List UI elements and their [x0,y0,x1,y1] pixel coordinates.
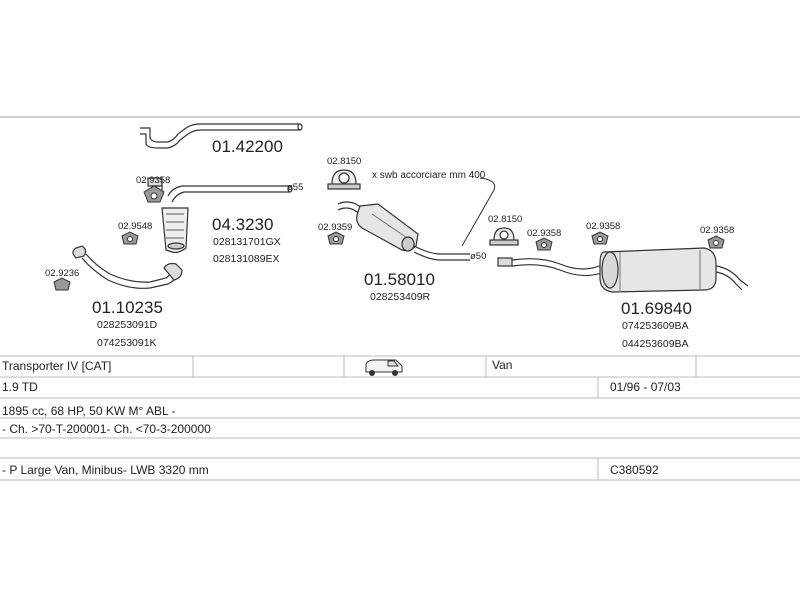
swb-leader-line [461,177,496,247]
table-chassis: - Ch. >70-T-200001- Ch. <70-3-200000 [2,422,211,436]
diameter-label-55: ø55 [287,182,303,193]
ref-02-9236: 02.9236 [45,268,79,279]
table-engine: 1.9 TD [2,380,38,394]
hardware-02-9358-a [535,237,553,251]
table-model: Transporter IV [CAT] [2,359,112,373]
pipe-top-part-number: 01.42200 [212,137,283,156]
clamp-02-8150-middle [327,169,361,190]
ref-02-8150-right: 02.8150 [488,214,522,225]
catalyst-oem-2: 028131089EX [213,253,280,265]
pipe-top [140,123,303,149]
ref-02-9358-a: 02.9358 [527,228,561,239]
table-body-type: Van [492,358,513,372]
middle-silencer-part-number: 01.58010 [364,270,435,289]
hardware-02-9548 [121,231,139,245]
ref-02-8150-middle: 02.8150 [327,156,361,167]
rear-silencer-oem-2: 044253609BA [622,338,689,350]
hardware-02-9358-c [707,235,725,249]
van-icon [365,359,403,376]
table-code: C380592 [610,463,659,477]
ref-02-9358-left: 02.9358 [136,175,170,186]
diameter-label-50: ø50 [470,251,486,262]
table-variant: - P Large Van, Minibus- LWB 3320 mm [2,463,209,477]
ref-02-9359: 02.9359 [318,222,352,233]
pipe-front-oem-1: 028253091D [97,319,158,331]
hardware-02-9359 [327,231,345,245]
spec-table-grid [0,355,800,481]
pipe-front-oem-2: 074253091K [97,337,157,349]
middle-silencer-oem-1: 028253409R [370,291,431,303]
clamp-02-8150-right [489,227,519,246]
table-years: 01/96 - 07/03 [610,380,681,394]
rear-silencer-part-number: 01.69840 [621,299,692,318]
pipe-front-part-number: 01.10235 [92,298,163,317]
catalyst-part-number: 04.3230 [212,215,273,234]
rear-silencer [497,247,749,293]
swb-note: x swb accorciare mm 400 [372,170,486,181]
ref-02-9358-b: 02.9358 [586,221,620,232]
pipe-front [72,245,183,289]
table-specs: 1895 cc, 68 HP, 50 KW M° ABL - [2,404,176,418]
catalyst [147,177,293,254]
ref-02-9548: 02.9548 [118,221,152,232]
hardware-02-9358-b [591,231,609,245]
middle-silencer [337,201,470,261]
hardware-02-9358-left [143,185,165,203]
hardware-02-9236 [53,277,71,291]
catalyst-oem-1: 028131701GX [213,236,281,248]
rear-silencer-oem-1: 074253609BA [622,320,689,332]
ref-02-9358-c: 02.9358 [700,225,734,236]
